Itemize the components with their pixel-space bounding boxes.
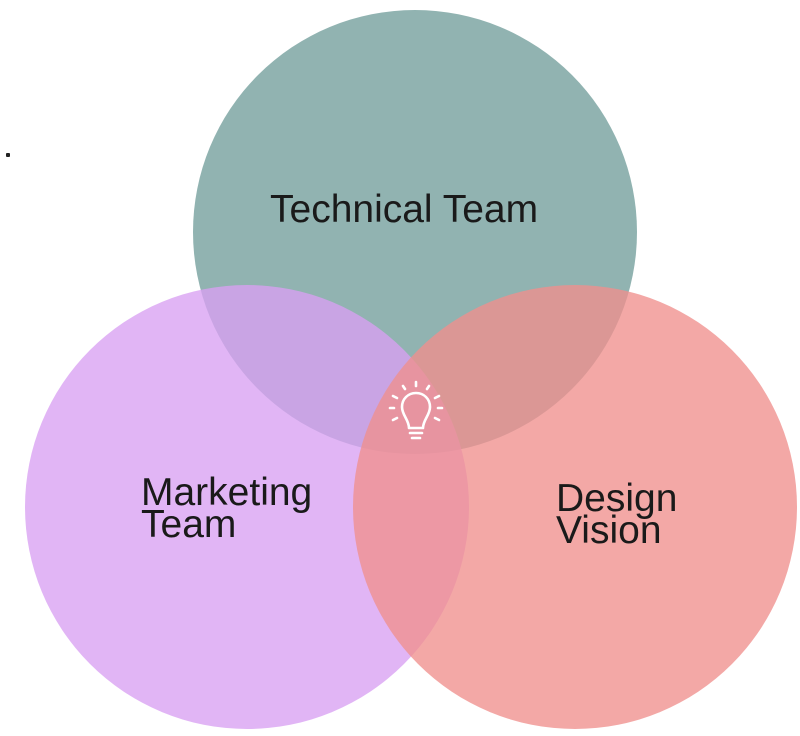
label-design-vision: Design Vision bbox=[556, 477, 678, 552]
label-marketing-line-1: Marketing bbox=[141, 471, 313, 514]
lightbulb-icon bbox=[388, 380, 444, 440]
label-marketing-line-2: Team bbox=[141, 502, 237, 546]
label-design-line-2: Vision bbox=[556, 508, 662, 552]
label-design-line-1: Design bbox=[556, 477, 678, 520]
stray-dot bbox=[6, 153, 10, 157]
label-technical-team: Technical Team bbox=[270, 188, 539, 231]
circle-design-vision bbox=[353, 285, 797, 729]
label-marketing-team: Marketing Team bbox=[141, 471, 313, 546]
circle-marketing-team bbox=[25, 285, 469, 729]
